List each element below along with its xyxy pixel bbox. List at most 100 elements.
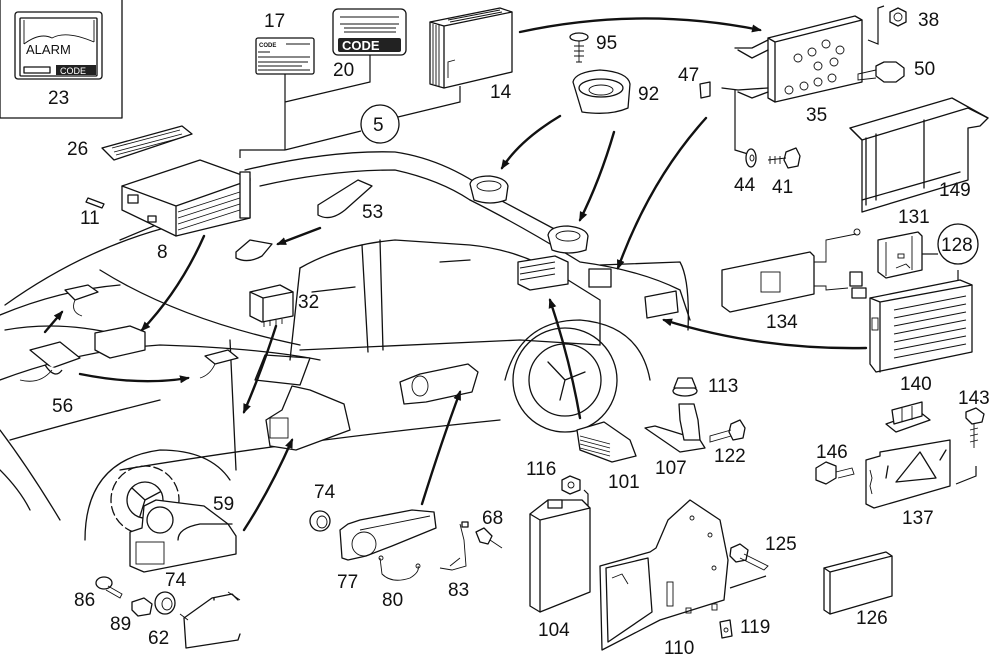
callout-50: 50 [914,59,935,80]
part-26-remote-control [101,125,193,161]
callout-140: 140 [900,374,932,395]
group-circle-5-label: 5 [373,115,384,136]
arrow-8-to-dash [140,234,206,332]
callout-8: 8 [157,242,168,263]
callout-74-left: 74 [165,570,187,591]
part-32-switch-module [249,284,294,327]
callout-149: 149 [939,180,971,201]
part-113-nut [672,377,698,397]
callout-23: 23 [48,88,69,109]
part-41-bolt [767,147,801,169]
callout-113: 113 [708,376,738,397]
part-14-cd-changer [429,7,513,89]
callout-38: 38 [918,10,939,31]
callout-110: 110 [664,638,694,659]
callout-126: 126 [856,608,888,629]
part-20-code-sticker: CODE [332,8,407,56]
callout-53: 53 [362,202,383,223]
part-95-screw [569,32,589,63]
dash-control-box [94,325,146,359]
callout-131: 131 [898,207,930,228]
code-badge-label: CODE [60,66,86,76]
inset-alarm-code-panel: ALARM CODE 23 [0,0,123,119]
part-74-grommet-mid [309,510,331,532]
part-59-front-door-speaker [129,499,237,573]
arrow-101-to-shelf [548,298,582,420]
callout-146: 146 [816,442,848,463]
callout-104: 104 [538,620,570,641]
part-17-code-card: CODE [255,37,315,75]
part-110-bracket-plate [599,499,729,651]
part-104-control-unit [529,499,591,613]
callout-122: 122 [714,446,746,467]
part-143-screw [955,407,985,485]
part-56-speakers [19,284,239,382]
callout-14: 14 [490,82,512,103]
callout-26: 26 [67,139,88,160]
callout-92: 92 [638,84,659,105]
callout-86: 86 [74,590,95,611]
part-131-control-unit [877,231,923,279]
arrow-53-to-dash [276,226,322,246]
alarm-label: ALARM [26,42,71,57]
callout-11: 11 [80,208,100,229]
part-107-bracket [644,403,706,453]
part-149-tray [849,97,989,213]
part-47-clip [699,81,711,99]
callout-56: 56 [52,396,73,417]
part-11-fuse [85,197,105,209]
callout-17: 17 [264,11,285,32]
arrow-56-to-front [43,310,64,334]
callout-62: 62 [148,628,169,649]
callout-101: 101 [608,472,640,493]
callout-80: 80 [382,590,403,611]
group-circle-5: 5 [360,104,400,144]
part-128-amplifier [869,279,973,373]
callout-41: 41 [772,177,793,198]
part-126-block [823,551,893,615]
callout-89: 89 [110,614,131,635]
callout-77: 77 [337,572,358,593]
callout-83: 83 [448,580,469,601]
arrow-92-to-shelf-right [578,130,616,222]
part-77-rear-door-speaker [339,509,437,561]
callout-59: 59 [213,494,234,515]
part-146-bolt [815,461,855,485]
callout-116: 116 [526,459,556,480]
part-101-module [576,421,637,463]
callout-107: 107 [655,458,687,479]
part-122-bolt [709,419,746,443]
callout-68: 68 [482,508,503,529]
arrow-32-to-door [242,324,278,414]
part-119-clip [719,619,733,639]
part-140-clip [885,401,931,433]
part-38-nut [889,7,907,27]
group-circle-128-label: 128 [941,235,973,256]
arrow-14-to-35 [518,17,762,34]
part-89-clip [131,597,153,617]
part-50-bolt [857,61,905,83]
callout-20: 20 [333,60,354,81]
part-44-washer [745,148,757,168]
part-125-screw [729,543,769,589]
callout-134: 134 [766,312,798,333]
callout-143: 143 [958,388,990,409]
part-53-connector [235,179,373,262]
callout-119: 119 [740,617,770,638]
door-speaker-housings-on-body [265,363,479,451]
part-8-radio-unit [121,159,251,237]
rear-shelf-speakers [469,175,679,319]
part-86-screw [95,576,123,599]
part-137-bracket [865,439,951,509]
part-83-bracket [439,521,469,571]
arrow-56-to-right [78,372,190,384]
part-68-bulb [475,527,503,549]
arrow-47-to-body [616,116,708,270]
code-card-text: CODE [259,43,276,49]
part-80-wire [378,555,421,581]
code-sticker-text: CODE [342,38,380,53]
callout-137: 137 [902,508,934,529]
callout-35: 35 [806,105,827,126]
part-134-antenna-module [721,228,867,313]
installation-arrows [43,17,868,532]
